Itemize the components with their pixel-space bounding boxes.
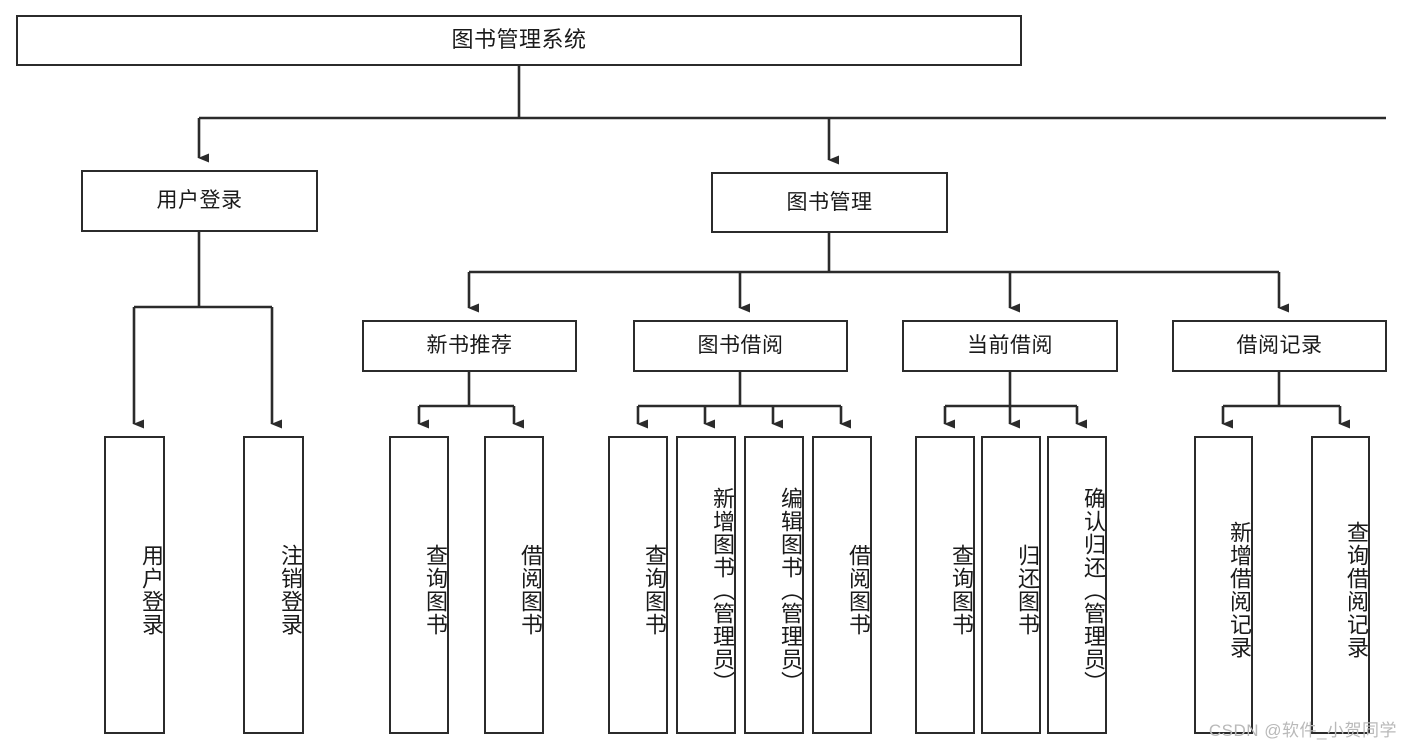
node-label: 图书借阅 xyxy=(697,334,784,358)
node-label: 用户登录 xyxy=(139,544,164,636)
node-label: 当前借阅 xyxy=(967,334,1053,358)
node-label: 注销登录 xyxy=(278,544,303,636)
leaf-query-book-current[interactable]: 查询图书 xyxy=(915,436,975,734)
node-label: 图书管理系统 xyxy=(451,27,587,53)
node-label: 编辑图书（管理员） xyxy=(778,486,803,694)
leaf-borrow-book[interactable]: 借阅图书 xyxy=(812,436,872,734)
node-label: 新书推荐 xyxy=(426,334,513,358)
leaf-confirm-return-admin[interactable]: 确认归还（管理员） xyxy=(1047,436,1107,734)
node-label: 查询图书 xyxy=(423,544,448,636)
leaf-return-book[interactable]: 归还图书 xyxy=(981,436,1041,734)
leaf-query-book-borrow[interactable]: 查询图书 xyxy=(608,436,668,734)
leaf-borrow-book-recommend[interactable]: 借阅图书 xyxy=(484,436,544,734)
node-user-login[interactable]: 用户登录 xyxy=(81,170,318,232)
node-label: 确认归还（管理员） xyxy=(1081,486,1106,694)
node-label: 借阅图书 xyxy=(846,544,871,636)
node-label: 用户登录 xyxy=(156,189,243,213)
leaf-query-borrow-record[interactable]: 查询借阅记录 xyxy=(1311,436,1370,734)
leaf-query-book-recommend[interactable]: 查询图书 xyxy=(389,436,449,734)
node-label: 查询图书 xyxy=(642,544,667,636)
node-root-book-management-system[interactable]: 图书管理系统 xyxy=(16,15,1022,66)
leaf-user-logout[interactable]: 注销登录 xyxy=(243,436,304,734)
node-book-borrow[interactable]: 图书借阅 xyxy=(633,320,848,372)
node-label: 新增图书（管理员） xyxy=(710,486,735,694)
node-label: 新增借阅记录 xyxy=(1227,521,1252,659)
watermark-csdn: CSDN @软件_小贺同学 xyxy=(1208,721,1397,740)
node-current-borrow[interactable]: 当前借阅 xyxy=(902,320,1118,372)
leaf-edit-book-admin[interactable]: 编辑图书（管理员） xyxy=(744,436,804,734)
leaf-add-book-admin[interactable]: 新增图书（管理员） xyxy=(676,436,736,734)
node-label: 查询借阅记录 xyxy=(1344,521,1369,659)
node-new-book-recommend[interactable]: 新书推荐 xyxy=(362,320,577,372)
node-label: 查询图书 xyxy=(949,544,974,636)
node-label: 借阅图书 xyxy=(518,544,543,636)
node-borrow-record[interactable]: 借阅记录 xyxy=(1172,320,1387,372)
node-label: 归还图书 xyxy=(1015,544,1040,636)
node-label: 借阅记录 xyxy=(1236,334,1323,358)
node-book-management[interactable]: 图书管理 xyxy=(711,172,948,233)
leaf-user-login[interactable]: 用户登录 xyxy=(104,436,165,734)
leaf-add-borrow-record[interactable]: 新增借阅记录 xyxy=(1194,436,1253,734)
node-label: 图书管理 xyxy=(786,190,873,214)
